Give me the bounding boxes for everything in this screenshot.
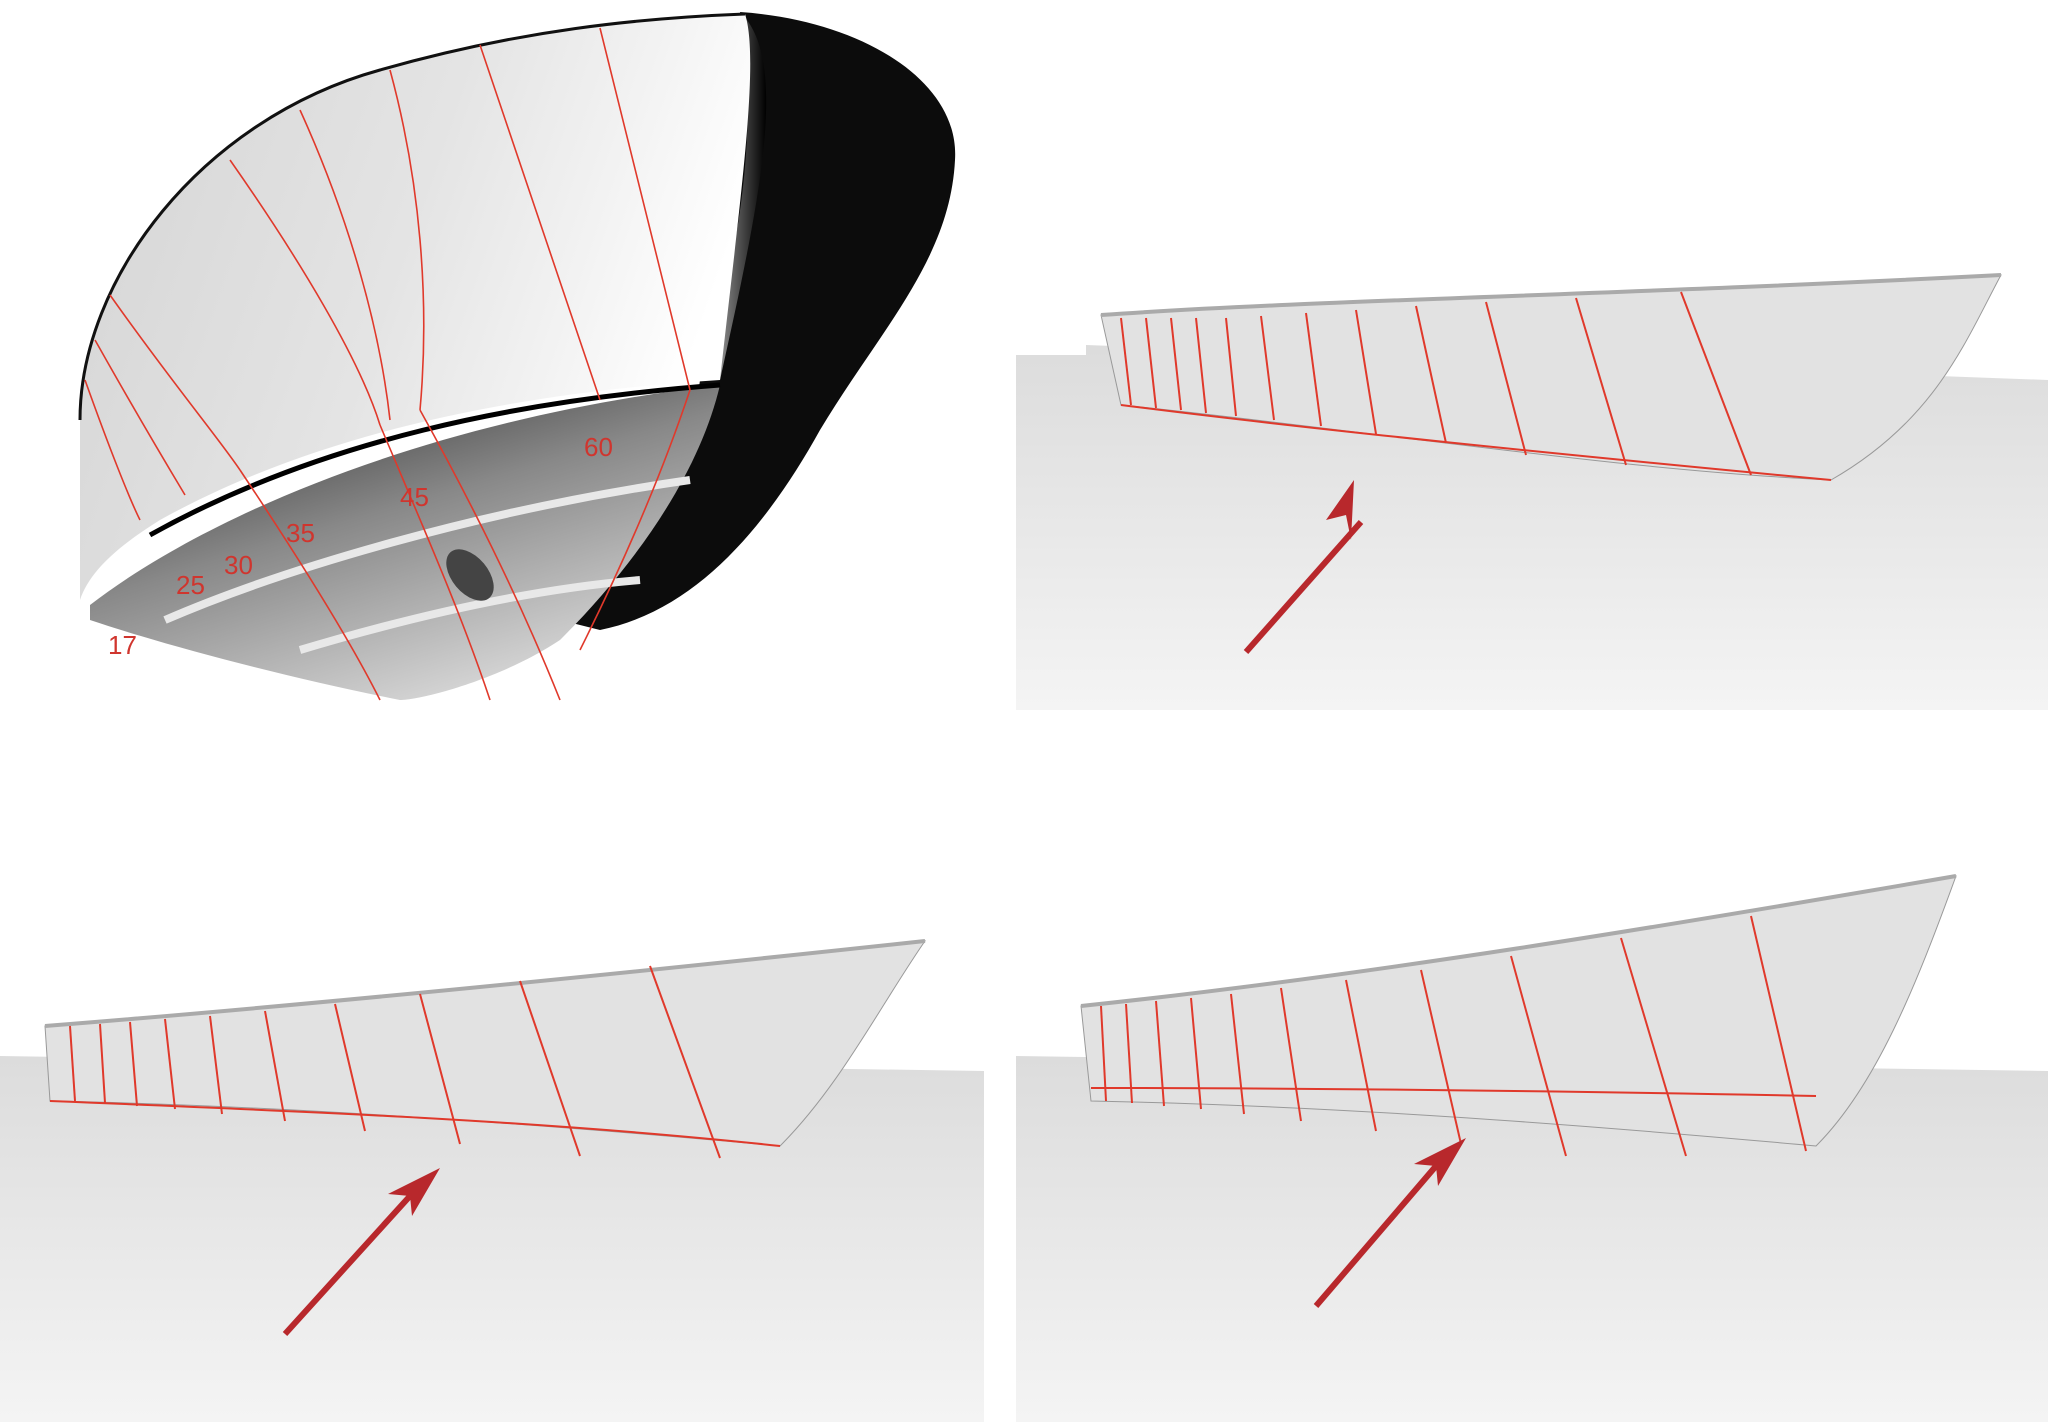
panel-hull-side-1	[1016, 0, 2048, 710]
panel-hull-side-2	[0, 726, 984, 1422]
hull-side-drawing-2	[0, 939, 984, 1422]
bow-hull-drawing	[78, 12, 956, 701]
station-label-35: 35	[286, 518, 315, 548]
station-label-25: 25	[176, 570, 205, 600]
hull-side-drawing-3	[1016, 874, 2048, 1422]
panel-bow-underside: 17 25 30 35 45 60	[0, 0, 1000, 710]
station-label-30: 30	[224, 550, 253, 580]
panel-hull-side-3	[1016, 726, 2048, 1422]
station-label-45: 45	[400, 482, 429, 512]
hull-side-drawing-1	[1016, 273, 2048, 710]
station-label-17: 17	[108, 630, 137, 660]
station-label-60: 60	[584, 432, 613, 462]
